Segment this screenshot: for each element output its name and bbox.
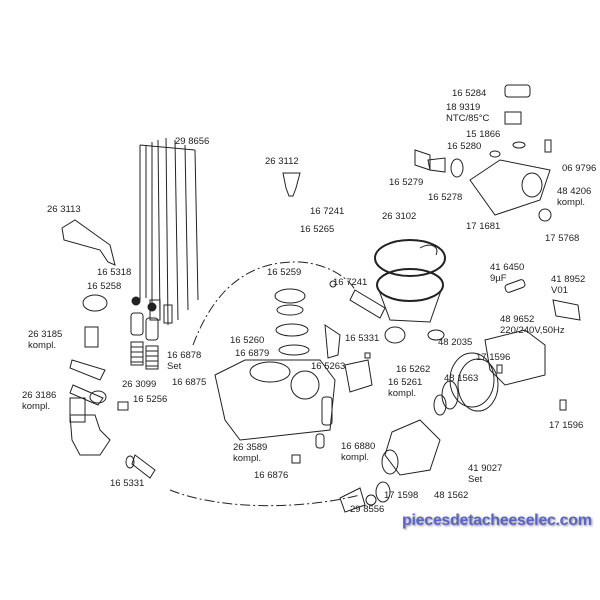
- part-label-481562: 48 1562: [434, 490, 469, 501]
- part-label-263113: 26 3113: [47, 204, 81, 215]
- part-label-171681: 17 1681: [466, 221, 501, 232]
- part-label-263099: 26 3099: [122, 379, 157, 390]
- part-label-165258: 16 5258: [87, 281, 122, 292]
- heater-assembly: [414, 84, 552, 222]
- part-label-165331-b: 16 5331: [110, 478, 145, 489]
- part-number: 41 8952: [551, 274, 586, 285]
- watermark: piecesdetacheeselec.com: [402, 512, 592, 529]
- part-label-151866: 15 1866: [466, 129, 501, 140]
- part-number: 18 9319: [446, 102, 481, 113]
- part-label-165331: 16 5331: [345, 333, 380, 344]
- part-label-165259: 16 5259: [267, 267, 302, 278]
- part-label-482035: 48 2035: [438, 337, 473, 348]
- part-note: V01: [551, 285, 568, 296]
- part-note: kompl.: [233, 453, 261, 464]
- part-label-175768: 17 5768: [545, 233, 580, 244]
- part-label-165280: 16 5280: [447, 141, 482, 152]
- part-label-165278: 16 5278: [428, 192, 463, 203]
- valve-assemblies: [69, 294, 129, 456]
- assembly-path-line: [169, 261, 361, 507]
- part-label-263102: 26 3102: [382, 211, 417, 222]
- part-number: 26 3185: [28, 329, 63, 340]
- part-number: 26 3186: [22, 390, 57, 401]
- part-label-069796: 06 9796: [562, 163, 597, 174]
- part-label-171598: 17 1598: [384, 490, 419, 501]
- funnel-part: [282, 172, 301, 197]
- part-label-298656: 29 8656: [175, 136, 210, 147]
- part-label-165318: 16 5318: [97, 267, 132, 278]
- sump-bowl: [329, 239, 446, 344]
- inlet-hose: [125, 454, 156, 479]
- part-note: Set: [468, 474, 483, 485]
- part-number: 16 6878: [167, 350, 202, 361]
- part-label-171596-b: 17 1596: [549, 420, 584, 431]
- part-note: NTC/85°C: [446, 113, 490, 124]
- part-note: kompl.: [341, 452, 369, 463]
- cover-part: [61, 219, 116, 266]
- part-note: kompl.: [557, 197, 585, 208]
- circulation-pump: [339, 352, 499, 513]
- part-number: 16 5261: [388, 377, 423, 388]
- part-label-165284: 16 5284: [452, 88, 487, 99]
- part-number: 26 3589: [233, 442, 268, 453]
- part-number: 16 6880: [341, 441, 376, 452]
- part-label-166876: 16 6876: [254, 470, 289, 481]
- spray-tube-assembly: [139, 137, 199, 326]
- part-note: 220/240V,50Hz: [500, 325, 565, 336]
- part-label-171596: 17 1596: [476, 352, 511, 363]
- part-label-165279: 16 5279: [389, 177, 424, 188]
- part-note: 9µF: [490, 273, 507, 284]
- part-label-167241: 16 7241: [310, 206, 345, 217]
- part-label-263112: 26 3112: [265, 156, 299, 167]
- electrical-parts: [484, 279, 581, 411]
- part-number: 41 6450: [490, 262, 525, 273]
- part-label-481563: 48 1563: [444, 373, 479, 384]
- seals-and-springs: [130, 296, 159, 370]
- part-label-165256: 16 5256: [133, 394, 168, 405]
- part-label-166875: 16 6875: [172, 377, 207, 388]
- dosing-parts: [291, 324, 373, 464]
- part-label-167241-b: 16 7241: [333, 277, 368, 288]
- part-number: 41 9027: [468, 463, 503, 474]
- part-note: Set: [167, 361, 182, 372]
- part-label-298556: 29 8556: [350, 504, 385, 515]
- part-note: kompl.: [28, 340, 56, 351]
- part-label-165265: 16 5265: [300, 224, 335, 235]
- part-number: 48 4206: [557, 186, 592, 197]
- part-label-165262: 16 5262: [396, 364, 431, 375]
- part-note: kompl.: [388, 388, 416, 399]
- part-label-165260: 16 5260: [230, 335, 265, 346]
- part-number: 48 9652: [500, 314, 535, 325]
- part-note: kompl.: [22, 401, 50, 412]
- part-label-165263: 16 5263: [311, 361, 346, 372]
- part-label-166879: 16 6879: [235, 348, 270, 359]
